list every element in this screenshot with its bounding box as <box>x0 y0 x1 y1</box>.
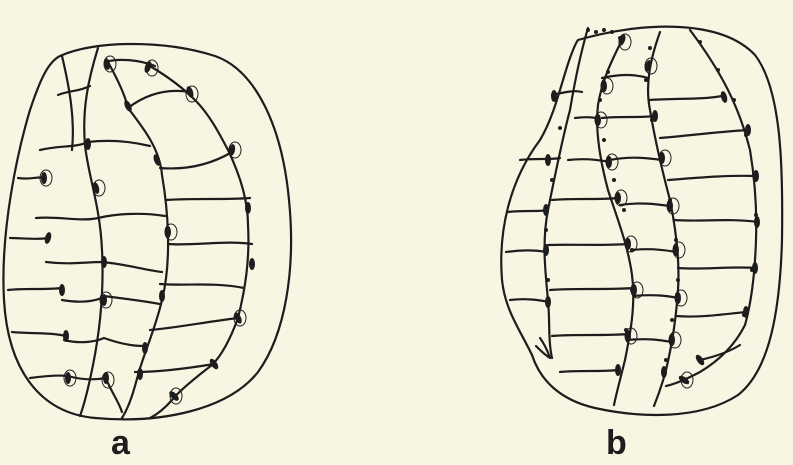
panel-a-meridian-2 <box>108 62 168 418</box>
panel-b-band-2 <box>602 75 648 78</box>
panel-a-meridian-left <box>62 56 73 150</box>
panel-b-meridian-2 <box>597 40 633 405</box>
panel-b-band-12 <box>552 198 618 200</box>
panel-a-band-5 <box>160 152 232 168</box>
panel-a-band-16 <box>12 332 66 336</box>
panel-b-band-24 <box>628 339 672 342</box>
panel-b-band-15 <box>548 244 628 245</box>
panel-b-band-9 <box>568 159 610 162</box>
panel-a-band-13 <box>160 284 244 288</box>
panel-a-band-8 <box>36 214 165 220</box>
panel-a-band-9 <box>10 238 48 239</box>
panel-label-a: a <box>111 426 130 460</box>
panel-b-band-6 <box>660 130 748 138</box>
panel-a-band-12 <box>8 288 62 290</box>
panel-b-band-20 <box>510 299 548 302</box>
panel-a-band-14 <box>62 296 160 304</box>
panel-a-band-18 <box>135 364 214 372</box>
panel-a-band-15 <box>150 318 238 330</box>
panel-a-band-7 <box>166 198 250 200</box>
panel-b-meridian-1 <box>545 28 588 358</box>
panel-b-band-13 <box>620 203 670 206</box>
panel-a-band-17 <box>64 338 144 346</box>
panel-a-band-2 <box>58 86 90 95</box>
panel-b-band-16 <box>506 251 546 253</box>
panel-b-band-22 <box>676 312 746 317</box>
panel-b-band-5 <box>602 116 656 118</box>
panel-b-band-3 <box>650 96 722 100</box>
panel-a-band-4 <box>40 141 150 150</box>
panel-b-band-23 <box>552 334 628 336</box>
panel-a-drawing <box>3 44 291 419</box>
panel-b-band-19 <box>550 288 634 290</box>
panel-label-b: b <box>606 426 627 460</box>
panel-b-band-25 <box>560 370 618 372</box>
panel-b-nuclei <box>543 33 760 386</box>
panel-a-band-10 <box>168 243 252 245</box>
panel-b-band-14 <box>674 220 758 222</box>
panel-b-meridian-4 <box>666 30 756 386</box>
panel-b-notch <box>536 338 550 358</box>
panel-b-band-17 <box>632 249 676 252</box>
panel-b-band-7 <box>520 158 560 160</box>
panel-b-band-18 <box>678 267 756 268</box>
panel-b-band-11 <box>508 210 548 212</box>
panel-a-meridian-1 <box>80 48 103 416</box>
panel-b-drawing <box>501 27 782 415</box>
panel-a-band-3 <box>128 91 190 108</box>
panel-b-band-10 <box>668 176 756 180</box>
